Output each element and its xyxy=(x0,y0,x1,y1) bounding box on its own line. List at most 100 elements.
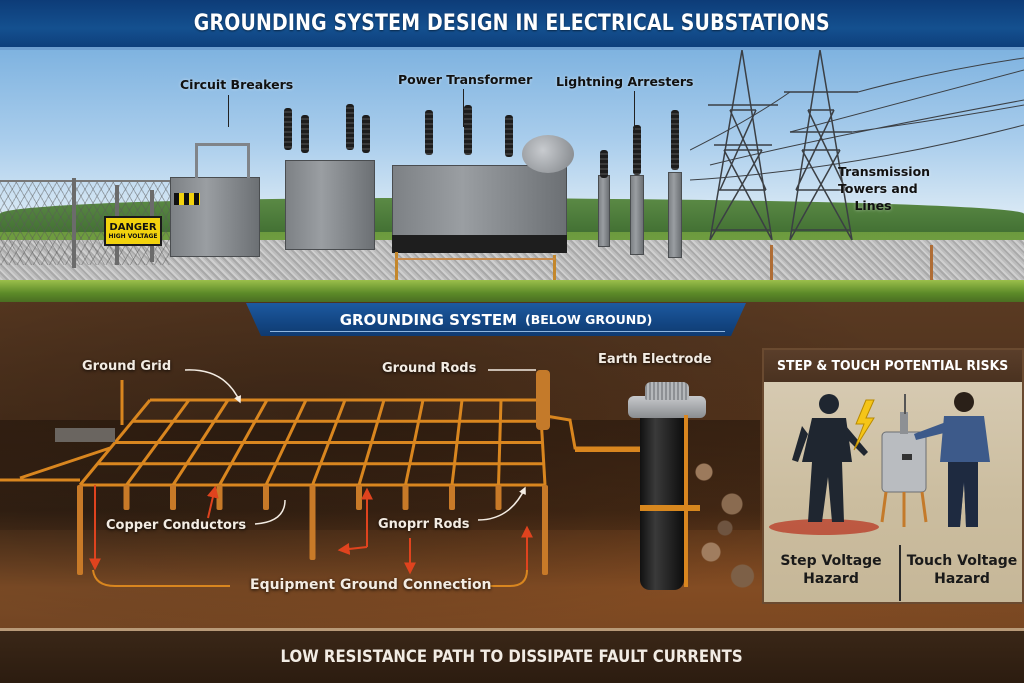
insulator xyxy=(346,104,354,150)
barrier-post xyxy=(770,245,773,283)
bushing xyxy=(505,115,513,157)
ground-rod xyxy=(77,485,83,575)
conservator-tank xyxy=(522,135,574,173)
footer-banner: LOW RESISTANCE PATH TO DISSIPATE FAULT C… xyxy=(0,628,1024,683)
equipment-enclosure xyxy=(880,394,928,527)
bushing xyxy=(464,105,472,155)
power-lines xyxy=(690,57,1024,181)
lightning-arrester xyxy=(671,110,679,170)
panel-divider xyxy=(899,545,901,601)
electrode-lead-vertical xyxy=(684,415,688,587)
grid-conductor-column xyxy=(404,399,425,486)
ground-rods-group xyxy=(77,485,548,575)
insulator xyxy=(284,108,292,150)
surface-grass xyxy=(0,280,1024,302)
electrode-cap xyxy=(645,382,689,400)
bushing xyxy=(425,110,433,155)
chevron-warning-icon xyxy=(174,193,200,205)
gantry-frame xyxy=(195,143,250,178)
touch-voltage-line2: Hazard xyxy=(934,571,990,587)
barrier-post xyxy=(395,252,398,282)
ground-rod xyxy=(123,485,130,510)
grid-conductor-column xyxy=(264,399,308,486)
person-step-voltage xyxy=(792,394,868,522)
ground-rod xyxy=(495,485,502,510)
touch-voltage-label: Touch Voltage Hazard xyxy=(902,552,1022,588)
label-ground-grid: Ground Grid xyxy=(82,359,172,374)
leader-line xyxy=(228,95,229,127)
arrester-column xyxy=(598,175,610,247)
label-lightning-arresters: Lightning Arresters xyxy=(556,74,694,89)
ground-rod-head xyxy=(536,370,550,430)
fence-post xyxy=(72,178,76,268)
tower-left xyxy=(708,50,778,241)
label-transmission-line3: Lines xyxy=(854,198,892,213)
banner-paren-text: (BELOW GROUND) xyxy=(525,312,653,327)
ground-rod xyxy=(170,485,176,510)
label-copper-conductors: Copper Conductors xyxy=(106,518,247,533)
control-cabinet xyxy=(170,177,260,257)
grid-conductor-column xyxy=(218,399,269,486)
label-equipment-ground-connection: Equipment Ground Connection xyxy=(250,577,492,593)
lightning-arrester xyxy=(633,125,641,175)
grounding-system-banner: GROUNDING SYSTEM (BELOW GROUND) xyxy=(246,303,746,336)
ground-current-spread xyxy=(769,519,879,535)
electrode-collar xyxy=(628,396,706,418)
arrester-column xyxy=(630,175,644,255)
label-transmission-towers: Transmission Towers and Lines xyxy=(838,163,931,214)
electrode-band xyxy=(640,505,700,511)
risk-illustration xyxy=(769,392,990,535)
step-voltage-line2: Hazard xyxy=(803,571,859,587)
ground-rod xyxy=(449,485,455,510)
banner-underline xyxy=(270,331,725,332)
earth-electrode-body xyxy=(640,415,684,590)
touch-voltage-line1: Touch Voltage xyxy=(906,553,1018,569)
soil-layer xyxy=(0,420,760,530)
backfill-rocks xyxy=(690,440,760,600)
arrester-column xyxy=(668,172,682,258)
barrier-post xyxy=(553,255,556,283)
lightning-arrester xyxy=(600,150,608,178)
ground-rod xyxy=(542,485,548,575)
ground-grid-mesh xyxy=(78,398,547,487)
step-voltage-line1: Step Voltage xyxy=(780,553,882,569)
title-banner: GROUNDING SYSTEM DESIGN IN ELECTRICAL SU… xyxy=(0,0,1024,50)
danger-high-voltage-sign: DANGER HIGH VOLTAGE xyxy=(104,216,162,246)
ground-rod xyxy=(309,485,316,560)
circuit-breaker-structure xyxy=(285,160,375,250)
tower-right xyxy=(784,50,858,241)
feeder-conductor xyxy=(19,446,111,480)
grid-conductor-column xyxy=(311,399,347,486)
leader-line xyxy=(463,89,464,127)
grid-conductor-column xyxy=(171,399,230,486)
grid-conductor-column xyxy=(125,399,191,486)
grid-conductor-column xyxy=(357,399,386,486)
label-earth-electrode: Earth Electrode xyxy=(598,352,712,367)
label-power-transformer: Power Transformer xyxy=(398,72,533,87)
grid-conductor-column xyxy=(497,399,503,486)
label-transmission-line1: Transmission xyxy=(838,164,931,179)
step-touch-risk-panel: STEP & TOUCH POTENTIAL RISKS Step Voltag… xyxy=(762,348,1024,604)
electrode-connector xyxy=(536,395,640,450)
leader-copper-conductors xyxy=(254,499,286,525)
ground-rod xyxy=(356,485,362,510)
leader-gnoprr-rods xyxy=(477,486,526,521)
ground-rod xyxy=(263,485,269,510)
label-ground-rods: Ground Rods xyxy=(382,361,477,376)
electrode-lead-horizontal xyxy=(575,448,641,452)
danger-sign-title: DANGER xyxy=(109,221,157,233)
barrier-rail xyxy=(395,258,555,260)
grid-conductor-column xyxy=(450,399,464,486)
equipment-ground-loop xyxy=(92,569,230,587)
equipment-ground-loop xyxy=(490,569,528,587)
grid-conductor-column xyxy=(78,399,152,486)
transmission-towers xyxy=(690,50,1024,241)
label-circuit-breakers: Circuit Breakers xyxy=(180,77,294,92)
insulator xyxy=(362,115,370,153)
risk-panel-header: STEP & TOUCH POTENTIAL RISKS xyxy=(764,350,1022,382)
danger-sign-subtitle: HIGH VOLTAGE xyxy=(108,232,158,240)
label-gnoprr-rods: Gnoprr Rods xyxy=(378,517,470,532)
ground-rod xyxy=(216,485,223,510)
current-arrow xyxy=(337,542,368,555)
banner-main-text: GROUNDING SYSTEM xyxy=(339,310,518,329)
